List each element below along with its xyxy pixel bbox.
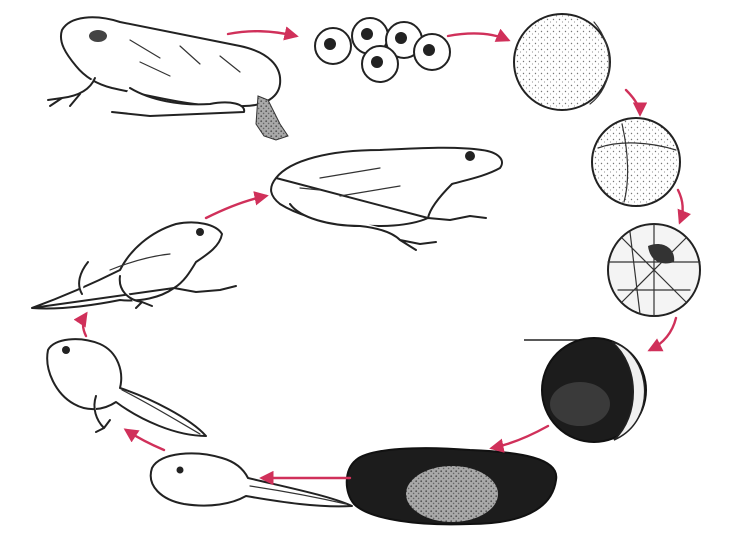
frog-eye (89, 30, 107, 42)
frog-spawn (315, 18, 450, 82)
arrow-frog-to-spawn (228, 31, 296, 36)
gastrula-embryo (524, 338, 646, 442)
arrow-spawn-to-egg (448, 33, 508, 40)
arrow-legged-tadpole-to-froglet (83, 314, 86, 336)
froglet (32, 222, 236, 308)
egg (362, 46, 398, 82)
arrow-gastrula-to-embryo (492, 426, 548, 448)
arrow-froglet-to-young-frog (206, 196, 266, 218)
egg (414, 34, 450, 70)
young-tadpole (151, 453, 352, 506)
fertilized-egg (514, 14, 610, 110)
young-frog (271, 148, 502, 250)
developing-embryo (347, 448, 557, 524)
arrow-tadpole-to-legged-tadpole (126, 430, 164, 450)
tadpole-with-legs (47, 339, 206, 436)
adult-frog (48, 17, 288, 140)
arrow-egg-to-two-cell (626, 90, 640, 114)
arrow-two-cell-to-blastula (678, 190, 683, 222)
egg (315, 28, 351, 64)
arrow-blastula-to-gastrula (650, 318, 676, 350)
two-cell-division (592, 118, 680, 206)
multi-cell-blastula (608, 224, 700, 316)
